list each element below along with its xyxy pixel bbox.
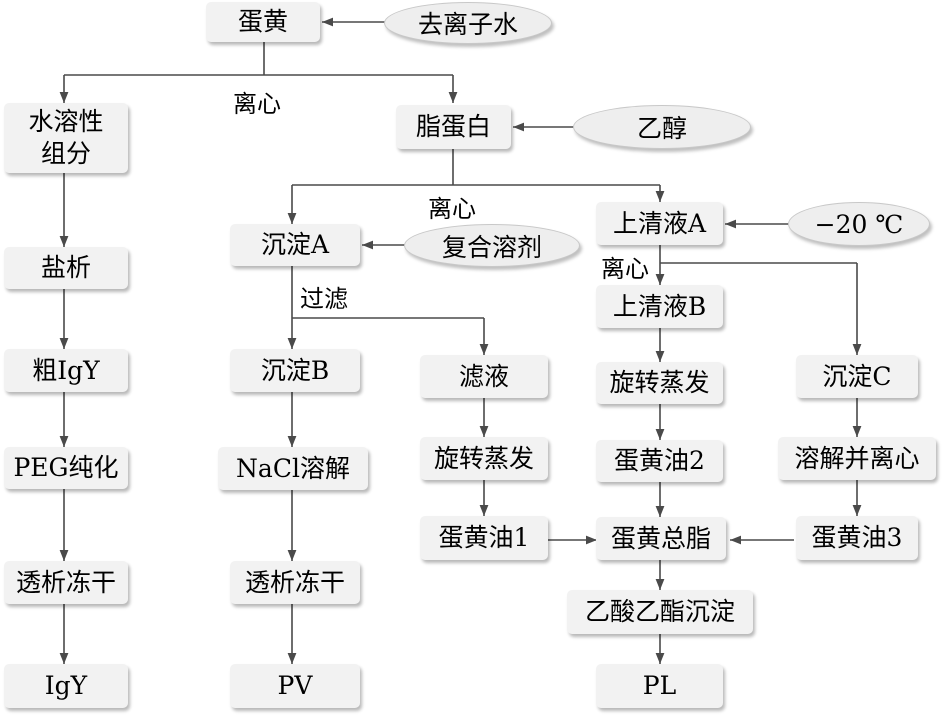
node-yolk-oil-2: 蛋黄油2 bbox=[596, 440, 723, 482]
input-composite-solvent: 复合溶剂 bbox=[404, 224, 580, 267]
node-pl: PL bbox=[596, 664, 723, 708]
node-dialysis-freeze-1: 透析冻干 bbox=[4, 561, 128, 604]
input-deionized-water: 去离子水 bbox=[384, 2, 552, 44]
node-supernatant-b: 上清液B bbox=[596, 285, 723, 328]
node-dialysis-freeze-2: 透析冻干 bbox=[230, 561, 360, 604]
node-precipitate-b: 沉淀B bbox=[230, 349, 360, 392]
node-igy: IgY bbox=[4, 664, 128, 708]
node-rotary-evap-2: 旋转蒸发 bbox=[596, 362, 723, 404]
node-precipitate-c: 沉淀C bbox=[796, 355, 918, 398]
node-rotary-evap-1: 旋转蒸发 bbox=[420, 437, 548, 480]
label-filter: 过滤 bbox=[300, 285, 348, 313]
node-pv: PV bbox=[230, 664, 360, 708]
label-centrifuge-1: 离心 bbox=[233, 90, 281, 118]
node-water-soluble: 水溶性组分 bbox=[4, 103, 128, 173]
node-yolk-oil-1: 蛋黄油1 bbox=[420, 516, 548, 560]
node-total-lipid: 蛋黄总脂 bbox=[596, 517, 726, 560]
node-dissolve-centrifuge: 溶解并离心 bbox=[778, 437, 936, 480]
node-yolk-oil-3: 蛋黄油3 bbox=[796, 516, 918, 560]
node-peg-purify: PEG纯化 bbox=[4, 447, 128, 489]
node-lipoprotein: 脂蛋白 bbox=[396, 105, 511, 149]
node-salting-out: 盐析 bbox=[4, 247, 128, 289]
input-minus-20c: −20 ℃ bbox=[788, 202, 930, 246]
node-nacl-dissolve: NaCl溶解 bbox=[218, 447, 368, 490]
input-ethanol: 乙醇 bbox=[573, 105, 751, 149]
node-precipitate-a: 沉淀A bbox=[230, 224, 360, 266]
node-supernatant-a: 上清液A bbox=[596, 202, 723, 245]
node-filtrate: 滤液 bbox=[420, 355, 548, 398]
node-ethyl-acetate-precipitate: 乙酸乙酯沉淀 bbox=[567, 590, 753, 634]
node-yolk: 蛋黄 bbox=[206, 2, 320, 42]
label-centrifuge-2: 离心 bbox=[428, 195, 476, 223]
label-centrifuge-3: 离心 bbox=[601, 255, 649, 283]
node-crude-igy: 粗IgY bbox=[4, 349, 128, 392]
